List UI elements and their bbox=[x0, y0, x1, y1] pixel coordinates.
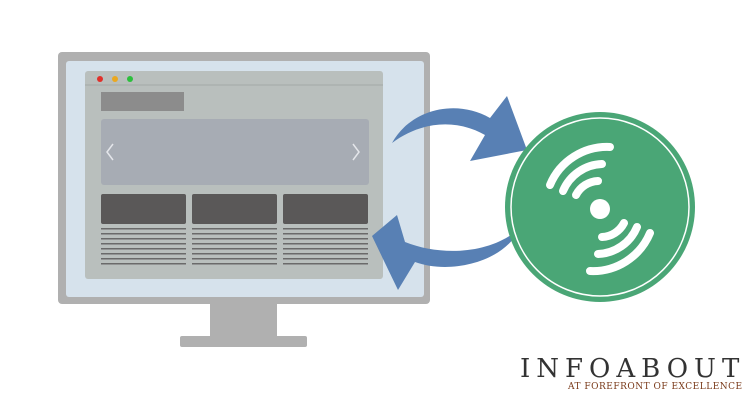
sync-arrows-icon bbox=[372, 96, 527, 290]
monitor-stand-base bbox=[180, 336, 307, 347]
text-line bbox=[283, 228, 368, 230]
text-line bbox=[192, 253, 277, 255]
text-line bbox=[192, 248, 277, 250]
text-line bbox=[101, 253, 186, 255]
text-line bbox=[101, 258, 186, 260]
monitor-stand-neck bbox=[210, 300, 277, 340]
browser-window bbox=[85, 71, 383, 279]
chevron-left-icon bbox=[106, 143, 114, 161]
text-line bbox=[101, 248, 186, 250]
text-line bbox=[283, 243, 368, 245]
chevron-right-icon bbox=[352, 143, 360, 161]
text-line bbox=[283, 233, 368, 235]
text-line bbox=[283, 263, 368, 265]
content-card-3 bbox=[283, 194, 368, 224]
text-line bbox=[101, 233, 186, 235]
text-line bbox=[192, 233, 277, 235]
text-line bbox=[101, 238, 186, 240]
disc-center bbox=[590, 199, 610, 219]
text-line bbox=[192, 243, 277, 245]
arrow-to-cloud bbox=[392, 96, 527, 161]
text-line bbox=[192, 238, 277, 240]
text-line bbox=[283, 258, 368, 260]
text-line bbox=[101, 243, 186, 245]
logo-placeholder bbox=[101, 92, 184, 111]
text-line bbox=[283, 253, 368, 255]
minimize-dot bbox=[112, 76, 118, 82]
image-slider bbox=[101, 119, 369, 185]
text-line bbox=[192, 258, 277, 260]
text-line bbox=[192, 263, 277, 265]
monitor-icon bbox=[58, 52, 430, 347]
text-line bbox=[192, 228, 277, 230]
logo-tagline: AT FOREFRONT OF EXCELLENCE bbox=[568, 382, 743, 392]
text-line bbox=[283, 238, 368, 240]
text-line bbox=[283, 248, 368, 250]
logo-name: INFOABOUT bbox=[520, 354, 746, 384]
content-card-1 bbox=[101, 194, 186, 224]
text-line bbox=[101, 263, 186, 265]
arrow-to-site bbox=[372, 215, 520, 290]
wifi-disc-icon bbox=[505, 112, 695, 302]
content-card-2 bbox=[192, 194, 277, 224]
close-dot bbox=[97, 76, 103, 82]
text-line bbox=[101, 228, 186, 230]
maximize-dot bbox=[127, 76, 133, 82]
infoabout-logo: INFOABOUT AT FOREFRONT OF EXCELLENCE bbox=[520, 356, 748, 396]
